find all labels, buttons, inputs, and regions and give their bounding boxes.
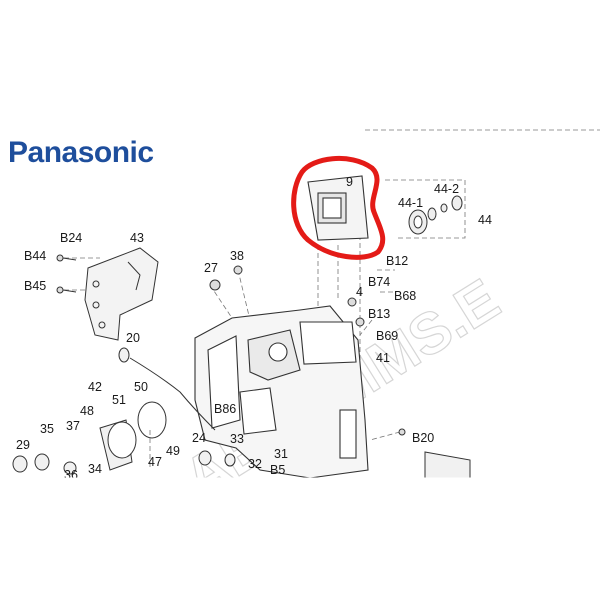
eyepiece-parts-drawing — [408, 195, 463, 235]
label-31: 31 — [274, 447, 288, 461]
highlight-circle — [291, 155, 386, 260]
label-38: 38 — [230, 249, 244, 263]
screw-drawings — [56, 254, 406, 436]
label-37: 37 — [66, 419, 80, 433]
label-b13: B13 — [368, 307, 390, 321]
label-b86: B86 — [214, 402, 236, 416]
label-35: 35 — [40, 422, 54, 436]
label-27: 27 — [204, 261, 218, 275]
label-b12: B12 — [386, 254, 408, 268]
side-panel-drawing — [424, 451, 471, 479]
label-4: 4 — [356, 285, 363, 299]
label-51: 51 — [112, 393, 126, 407]
label-20: 20 — [126, 331, 140, 345]
label-b45: B45 — [24, 279, 46, 293]
label-50: 50 — [134, 380, 148, 394]
label-44-1: 44-1 — [398, 196, 423, 210]
label-47: 47 — [148, 455, 162, 469]
brand-logo: Panasonic — [8, 136, 154, 169]
label-44-2: 44-2 — [434, 182, 459, 196]
label-9: 9 — [346, 175, 353, 189]
label-33: 33 — [230, 432, 244, 446]
mount-parts-drawing — [12, 347, 236, 475]
eyecup-part-drawing — [307, 175, 369, 241]
label-29: 29 — [16, 438, 30, 452]
bracket-part-drawing — [84, 247, 159, 341]
bottom-whitespace — [0, 478, 600, 600]
part-labels: 9 44-2 44-1 44 B12 B74 4 B68 B13 B69 41 … — [16, 175, 492, 482]
label-48: 48 — [80, 404, 94, 418]
label-49: 49 — [166, 444, 180, 458]
label-b5: B5 — [270, 463, 285, 477]
label-24: 24 — [192, 431, 206, 445]
label-34: 34 — [88, 462, 102, 476]
label-44: 44 — [478, 213, 492, 227]
label-32: 32 — [248, 457, 262, 471]
label-b24: B24 — [60, 231, 82, 245]
label-b68: B68 — [394, 289, 416, 303]
label-b20: B20 — [412, 431, 434, 445]
label-b44: B44 — [24, 249, 46, 263]
label-43: 43 — [130, 231, 144, 245]
label-41: 41 — [376, 351, 390, 365]
main-frame-drawing — [194, 305, 369, 479]
label-b74: B74 — [368, 275, 390, 289]
label-42: 42 — [88, 380, 102, 394]
label-b69: B69 — [376, 329, 398, 343]
